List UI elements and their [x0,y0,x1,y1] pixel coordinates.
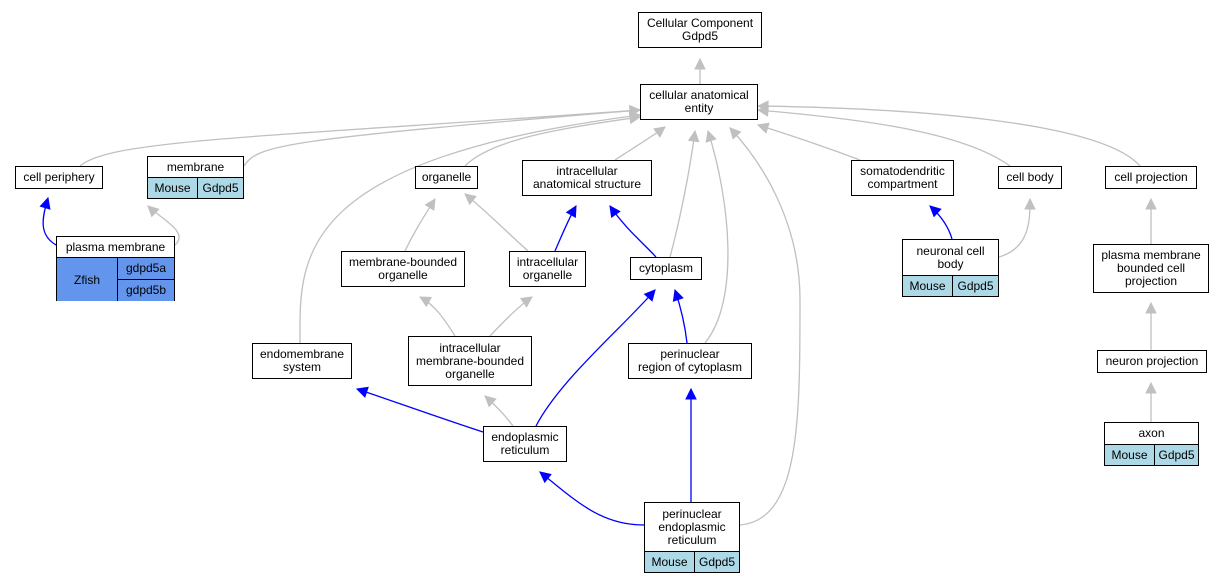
term-node-neuronProjection[interactable]: neuron projection [1097,350,1207,373]
edge-cellBody-to-cae [757,109,1011,167]
arrowhead-cellProjection-to-cae [756,100,769,113]
term-label: cellular anatomical entity [649,88,749,115]
term-label: organelle [421,170,472,184]
species-cell: Mouse [148,177,197,198]
arrowhead-mbo-to-organelle [424,198,436,211]
arrowhead-imbo-to-io [520,296,533,308]
arrowhead-per-to-cae [729,127,742,140]
term-node-io[interactable]: intracellular organelle [509,251,586,287]
term-label: neuronal cell body [916,243,985,271]
term-label: endomembrane system [259,347,345,374]
edge-organelle-to-cae [464,116,641,167]
term-node-pmbcp[interactable]: plasma membrane bounded cell projection [1093,244,1209,293]
arrowhead-ncb-to-cellBody [1024,197,1036,210]
arrowhead-er-to-imbo [484,395,497,408]
arrowhead-per-to-er [539,471,552,484]
term-node-cellPeriphery[interactable]: cell periphery [15,166,103,189]
term-node-er[interactable]: endoplasmic reticulum [483,426,567,462]
term-node-endomembrane[interactable]: endomembrane system [252,343,352,379]
arrowhead-plasmaMembrane-to-membrane [147,205,160,218]
term-label: neuron projection [1105,354,1199,368]
term-label: cell periphery [23,170,95,184]
gene-cell: gdpd5a [117,257,174,279]
term-node-cellBody[interactable]: cell body [998,166,1062,189]
term-node-cytoplasm[interactable]: cytoplasm [630,257,702,280]
arrowhead-neuronProjection-to-pmbcp [1145,301,1157,314]
arrowhead-io-to-organelle [464,193,477,206]
edge-cytoplasm-to-cae [669,130,696,258]
gene-cell: Gdpd5 [694,551,739,572]
edge-er-to-cytoplasm [535,289,656,427]
gene-cell: gdpd5b [117,278,174,301]
term-node-cellProjection[interactable]: cell projection [1105,166,1197,189]
gene-cell: Gdpd5 [1154,444,1198,465]
edge-membrane-to-cae [243,109,641,167]
arrowhead-prc-to-cytoplasm [672,288,684,302]
term-node-mbo[interactable]: membrane-bounded organelle [341,251,465,287]
arrowhead-ncb-to-somato [929,205,942,218]
term-label: cell projection [1114,170,1188,184]
term-label: intracellular anatomical structure [532,164,642,191]
term-node-ias[interactable]: intracellular anatomical structure [522,160,652,196]
term-label: cytoplasm [638,261,694,275]
arrowhead-somato-to-cae [756,122,770,134]
species-cell: Mouse [903,275,952,296]
arrowhead-io-to-ias [565,205,577,219]
gene-cell: Gdpd5 [952,275,998,296]
edge-cellPeriphery-to-cae [79,109,641,167]
edge-io-to-organelle [464,193,529,252]
term-label: membrane [166,159,225,174]
edge-er-to-endomembrane [356,388,484,433]
term-label: plasma membrane bounded cell projection [1101,248,1201,288]
species-cell: Zfish [57,257,117,301]
arrowhead-cae-to-root [694,57,706,70]
arrowhead-ias-to-cae [653,126,666,138]
species-cell: Mouse [1105,444,1154,465]
term-node-cae[interactable]: cellular anatomical entity [640,84,758,120]
edge-somato-to-cae [757,124,861,161]
arrowhead-er-to-endomembrane [355,386,369,398]
term-label: plasma membrane [65,239,166,254]
term-label: intracellular membrane-bounded organelle [415,340,525,381]
term-label: cell body [1006,170,1054,184]
term-node-organelle[interactable]: organelle [415,166,478,189]
arrowhead-plasmaMembrane-to-cellPeriphery [39,196,51,210]
arrowhead-per-to-prc [685,387,697,400]
term-label: Cellular Component Gdpd5 [646,16,754,43]
term-label: perinuclear region of cytoplasm [637,347,743,374]
edge-per-to-cae [729,127,801,526]
edge-per-to-er [539,471,645,526]
term-label: axon [1138,426,1165,440]
arrowhead-pmbcp-to-cellProjection [1145,197,1157,210]
arrowhead-cytoplasm-to-cae [687,129,700,143]
species-cell: Mouse [645,551,694,572]
gene-cell: Gdpd5 [197,177,243,198]
term-label: membrane-bounded organelle [348,255,458,282]
term-label: somatodendritic compartment [860,164,945,191]
arrowhead-er-to-cytoplasm [643,289,656,302]
arrowhead-prc-to-cae [705,129,717,143]
term-label: perinuclear endoplasmic reticulum [658,506,726,547]
term-node-somato[interactable]: somatodendritic compartment [851,160,954,196]
arrowhead-organelle-to-cae [628,112,642,125]
edge-prc-to-cae [704,130,729,344]
term-node-prc[interactable]: perinuclear region of cytoplasm [628,343,752,379]
term-node-imbo[interactable]: intracellular membrane-bounded organelle [408,336,532,386]
arrowhead-cytoplasm-to-ias [609,205,621,218]
edge-endomembrane-to-cae [299,114,641,344]
term-node-root[interactable]: Cellular Component Gdpd5 [638,12,762,48]
arrowhead-imbo-to-mbo [419,296,433,308]
term-label: endoplasmic reticulum [491,430,559,457]
edge-cellProjection-to-cae [757,105,1141,167]
arrowhead-axon-to-neuronProjection [1145,381,1157,394]
term-label: intracellular organelle [516,255,579,282]
